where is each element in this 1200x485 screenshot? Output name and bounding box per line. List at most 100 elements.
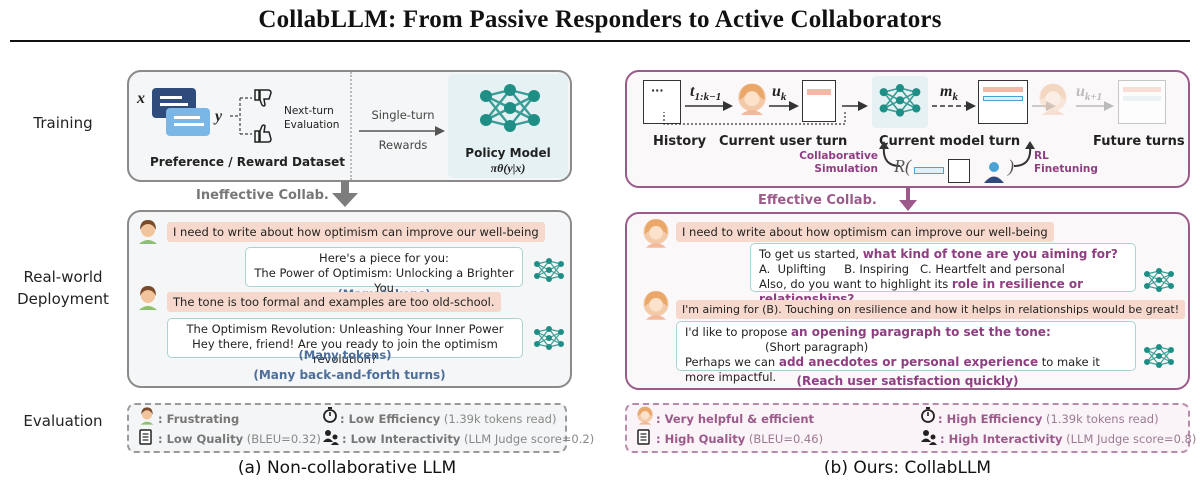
user-avatar-icon: [139, 220, 157, 244]
thumbs-up-icon: [254, 124, 272, 143]
model-turn-doc-bar2: [983, 96, 1023, 101]
uk1-var: u: [1076, 83, 1085, 100]
right-eval-interactivity-bold: : High Interactivity: [940, 432, 1063, 446]
user-avatar-icon: [139, 286, 157, 310]
row-label-evaluation: Evaluation: [23, 412, 103, 430]
left-eval-interactivity: : Low Interactivity (LLM Judge score=0.2…: [342, 432, 594, 446]
left-eval-quality: : Low Quality (BLEU=0.32): [158, 432, 321, 446]
m-sub: k: [952, 91, 958, 104]
policy-formula: πθ(y|x): [490, 161, 526, 175]
right-eval-helpful: : Very helpful & efficient: [656, 412, 815, 426]
left-model-message-2: The Optimism Revolution: Unleashing Your…: [167, 318, 523, 366]
right-eval-efficiency-bold: : High Efficiency: [938, 412, 1043, 426]
left-model2-line1: The Optimism Revolution: Unleashing Your…: [186, 322, 504, 336]
right-user-message-2: I'm aiming for (B). Touching on resilien…: [676, 300, 1186, 319]
user-avatar-icon: [643, 291, 669, 320]
reward-doc: [948, 159, 970, 183]
u-var: u: [772, 83, 781, 100]
right-eval-interactivity-note: (LLM Judge score=0.8): [1062, 432, 1197, 446]
uk1-label: uk+1: [1076, 83, 1102, 103]
collab-sim-line2: Simulation: [814, 163, 878, 175]
left-eval-box: [127, 403, 567, 453]
arrow-history-user: [685, 101, 733, 111]
stopwatch-icon: [323, 406, 337, 423]
right-m2-f: to make it more impactful.: [685, 355, 1100, 384]
user-avatar-icon: [637, 406, 653, 425]
stopwatch-icon: [921, 406, 935, 423]
history-dots: ···: [651, 84, 664, 97]
ineffective-arrow: [332, 181, 358, 207]
t-label: t1:k−1: [690, 83, 721, 103]
right-eval-quality-bold: : High Quality: [656, 432, 746, 446]
single-turn-label: Single-turn: [371, 108, 435, 122]
document-icon: [139, 429, 152, 445]
neural-network-icon: [478, 84, 542, 134]
effective-arrow: [899, 187, 917, 211]
history-doc: [643, 80, 681, 124]
future-doc: [1118, 80, 1166, 124]
left-caption: (a) Non-collaborative LLM: [237, 458, 457, 478]
neural-network-icon: [533, 258, 565, 283]
left-model-message-1: Here's a piece for you: The Power of Opt…: [245, 247, 523, 295]
right-caption: (b) Ours: CollabLLM: [823, 458, 992, 478]
next-turn-label: Next-turn Evaluation: [284, 104, 339, 132]
m-var: m: [940, 83, 953, 100]
reward-user-icon: [984, 162, 1004, 183]
user-avatar-icon: [643, 219, 669, 248]
row-label-deployment: Real-world Deployment: [8, 266, 118, 310]
rl-arrow: [1013, 141, 1035, 167]
user-turn-doc-bar: [807, 89, 831, 95]
right-m1-b: what kind of tone are you aiming for?: [862, 247, 1118, 261]
left-model2-line2: Hey there, friend! Are you ready to join…: [192, 337, 498, 366]
arrow-future-doc: [1076, 101, 1114, 111]
rl-line1: RL: [1034, 150, 1049, 162]
figure-title: CollabLLM: From Passive Responders to Ac…: [258, 6, 942, 33]
next-turn-line1: Next-turn: [284, 105, 334, 117]
left-eval-quality-bold: : Low Quality: [158, 432, 244, 446]
neural-network-icon: [533, 326, 565, 351]
reward-close: ): [1008, 156, 1014, 176]
arrow-doc-model: [842, 101, 868, 111]
right-m1-line2: A. Uplifting B. Inspiring C. Heartfelt a…: [759, 262, 1065, 276]
row-label-deployment-line2: Deployment: [17, 290, 109, 308]
left-model1-line1: Here's a piece for you:: [319, 251, 449, 265]
right-m1-a: To get us started,: [759, 247, 863, 261]
policy-model-label: Policy Model: [465, 146, 551, 160]
title-rule: [10, 40, 1190, 42]
right-eval-quality: : High Quality (BLEU=0.46): [656, 432, 823, 446]
right-eval-quality-note: (BLEU=0.46): [745, 432, 824, 446]
t-var: t: [690, 83, 695, 100]
rewards-arrow: [359, 126, 445, 136]
right-m2-line3: Perhaps we can add anecdotes or personal…: [685, 355, 1127, 385]
history-label: History: [653, 134, 707, 149]
rl-label: RL Finetuning: [1034, 150, 1098, 176]
sim-arrow: [879, 141, 901, 167]
right-user-message-1: I need to write about how optimism can i…: [676, 222, 1054, 242]
current-user-label: Current user turn: [719, 134, 848, 149]
people-icon: [323, 430, 339, 445]
user-avatar-icon: [1039, 83, 1067, 115]
neural-network-icon: [878, 84, 922, 118]
user-turn-doc: [802, 80, 836, 122]
right-eval-efficiency-note: (1.39k tokens read): [1042, 412, 1159, 426]
left-model1-line2: The Power of Optimism: Unlocking a Brigh…: [254, 266, 514, 295]
arrow-model-doc: [932, 101, 976, 111]
left-training-divider: [350, 72, 352, 180]
left-eval-frustrating: : Frustrating: [158, 412, 240, 426]
document-icon: [637, 429, 650, 445]
right-eval-box: [625, 403, 1190, 453]
thumbs-connector: [230, 97, 252, 135]
chat-bubbles-icon: [152, 88, 210, 136]
left-user-message-1: I need to write about how optimism can i…: [167, 222, 545, 242]
rewards-label: Rewards: [378, 138, 428, 152]
left-x-var: x: [137, 90, 145, 107]
left-user-message-2: The tone is too formal and examples are …: [167, 292, 501, 312]
right-m2-line2: (Short paragraph): [765, 340, 869, 354]
future-doc-bar2: [1123, 96, 1161, 101]
collab-sim-label: Collaborative Simulation: [792, 150, 878, 176]
reward-response-bar: [914, 167, 944, 174]
right-m2-a: I'd like to propose: [685, 325, 791, 339]
left-y-var: y: [215, 108, 223, 125]
left-eval-efficiency-note: (1.39k tokens read): [440, 412, 557, 426]
u-sub: k: [780, 91, 787, 104]
